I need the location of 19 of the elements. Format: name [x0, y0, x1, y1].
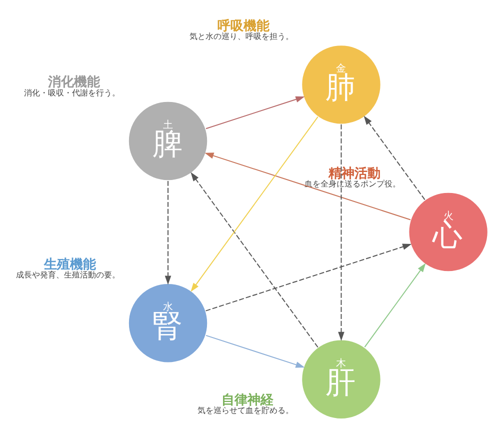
node-circle: 木 肝: [301, 338, 382, 419]
arrow: [338, 124, 344, 340]
node-label: 成長や発育、生殖活動の要。: [16, 270, 120, 279]
node-label: 自律神経: [221, 392, 274, 408]
arrow: [206, 243, 412, 311]
node-label: 気と水の巡り、呼吸を担う。: [189, 31, 294, 40]
arrow: [164, 180, 172, 284]
arrow: [206, 334, 305, 368]
arrow: [190, 172, 318, 348]
node-label: 呼吸機能: [217, 18, 270, 34]
arrow: [206, 96, 305, 129]
node-label: 精神活動: [328, 166, 380, 181]
arrow: [190, 116, 318, 292]
node-label: 生殖機能: [44, 256, 96, 272]
node-label: 気を巡らせて血を貯める。: [197, 405, 294, 414]
arrow: [364, 262, 426, 347]
arrow: [364, 115, 426, 200]
node-label: 消化・吸収・代謝を行う。: [24, 88, 120, 97]
node-label: 消化機能: [48, 74, 100, 90]
